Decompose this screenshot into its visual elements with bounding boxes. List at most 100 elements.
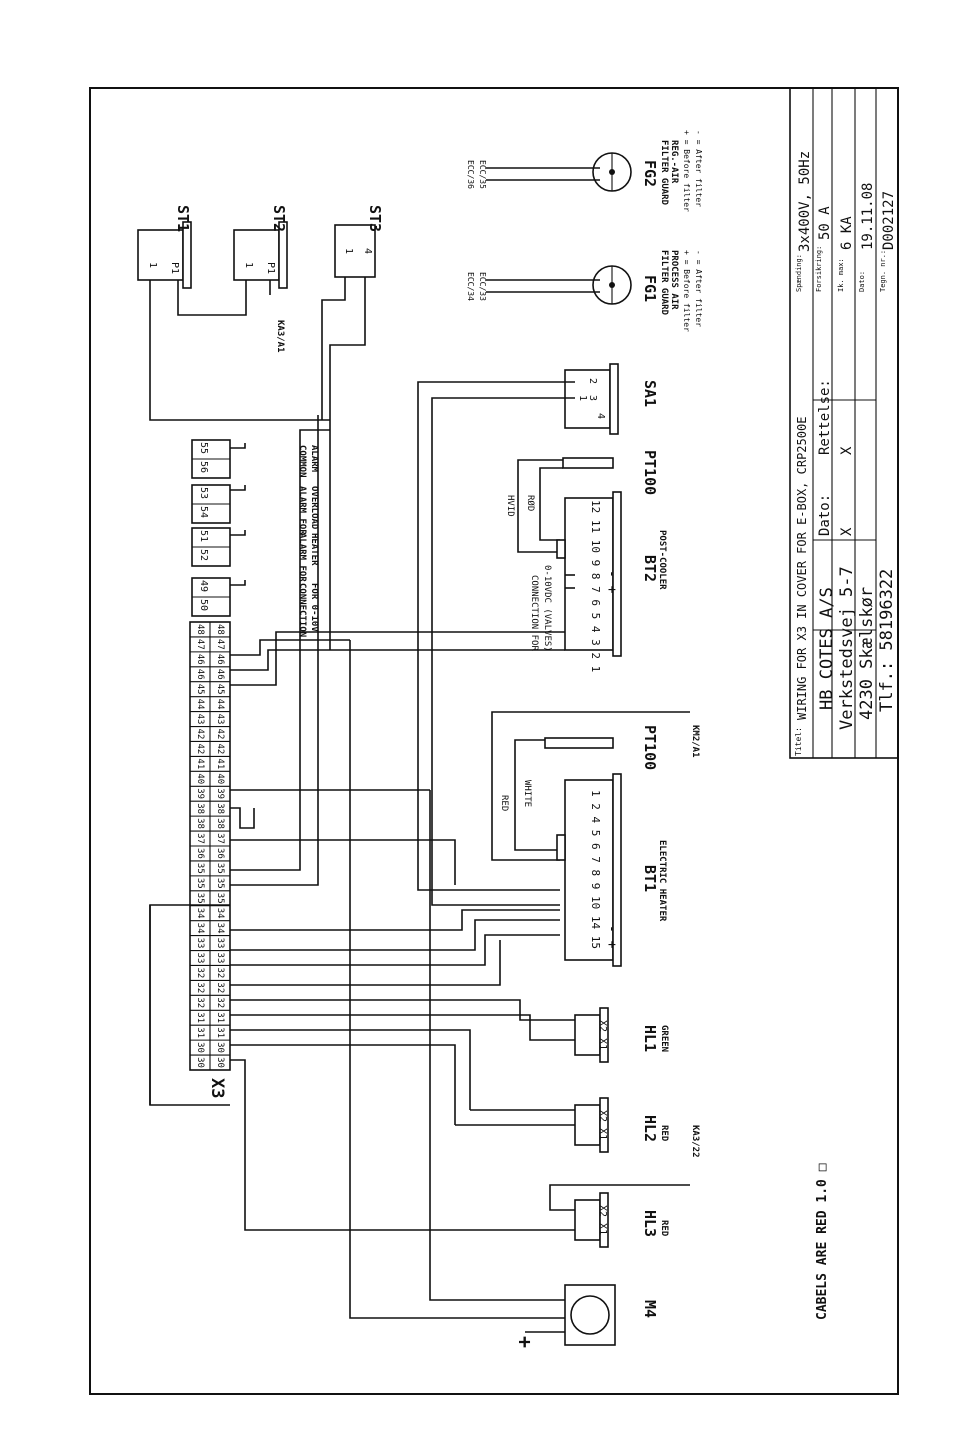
- x3-terminal-47: 47: [195, 639, 205, 650]
- hl2-color: RED: [659, 1125, 669, 1142]
- st2-sensor: ST2 1 P1: [233, 205, 288, 289]
- x3-terminal-32: 32: [215, 982, 225, 993]
- x3-terminal-37: 37: [215, 833, 225, 844]
- x3-terminal-35: 35: [195, 878, 205, 889]
- x3-terminal-46: 46: [215, 654, 225, 665]
- st2-pin-1: 1: [243, 262, 254, 268]
- company-street: Verkstedsvej 5-7: [837, 566, 857, 730]
- alarm-overload-2: OVERLOAD: [309, 486, 319, 530]
- hvid-wire-label: HVID: [505, 495, 515, 517]
- drawing-title: WIRING FOR X3 IN COVER FOR E-BOX, CRP250…: [795, 417, 809, 720]
- x3-terminal-35: 35: [215, 893, 225, 904]
- st3-sensor: ST3 1 4: [334, 205, 384, 278]
- st3-pin-4: 4: [362, 248, 373, 254]
- x3-terminal-38: 38: [215, 803, 225, 814]
- fg1-wire-1: ECC/34: [466, 272, 475, 301]
- title-block: Titel: WIRING FOR X3 IN COVER FOR E-BOX,…: [789, 87, 899, 759]
- hl1-color: GREEN: [659, 1025, 669, 1052]
- st2-label: ST2: [270, 205, 288, 232]
- sa1-pin-3: 3: [587, 395, 598, 401]
- x3-terminal-38: 38: [195, 818, 205, 829]
- hl1-lamp: X2 X1 HL1 GREEN: [574, 1007, 669, 1063]
- fg1-wire-2: ECC/33: [478, 272, 487, 301]
- x3-terminal-46: 46: [215, 669, 225, 680]
- x3-terminal-43: 43: [195, 714, 205, 725]
- x3-terminal-36: 36: [195, 848, 205, 859]
- x3-terminal-45: 45: [215, 684, 225, 695]
- white-wire-label: WHITE: [522, 780, 532, 807]
- x3-terminal-32: 32: [195, 982, 205, 993]
- company-city: 4230 Skælskør: [857, 587, 877, 720]
- m4-motor: M4 +: [513, 1284, 659, 1348]
- aux-terminal-50: 50: [198, 599, 209, 611]
- connection-0-10v-2: FOR 0-10V: [309, 583, 319, 632]
- x3-terminal-38: 38: [215, 818, 225, 829]
- fg2-wire-2: ECC/35: [478, 160, 487, 189]
- x3-terminal-35: 35: [195, 893, 205, 904]
- x3-terminal-30: 30: [195, 1042, 205, 1053]
- aux-terminal-55: 55: [198, 442, 209, 454]
- aux-terminal-51-52: 51 52: [191, 527, 231, 567]
- fg1-label: FG1: [641, 275, 659, 302]
- bt2-desc: POST-COOLER: [657, 530, 667, 590]
- dato2-value: 19.11.08: [860, 183, 876, 250]
- x3-terminal-48: 48: [215, 624, 225, 635]
- x3-terminal-31: 31: [215, 1012, 225, 1023]
- rod-wire-label: RØD: [525, 495, 536, 511]
- fg1-plus: + = Before filter: [682, 250, 691, 332]
- x3-terminal-40: 40: [215, 773, 225, 784]
- x3-terminal-35: 35: [195, 863, 205, 874]
- hl3-label: HL3: [641, 1210, 659, 1237]
- alarm-overload-1: ALARM FOR: [297, 486, 307, 535]
- hl3-pins: X2 X1: [597, 1205, 608, 1235]
- x3-terminal-41: 41: [195, 758, 205, 769]
- x3-terminal-30: 30: [195, 1057, 205, 1068]
- aux-terminal-49: 49: [198, 580, 209, 592]
- x3-terminal-34: 34: [195, 908, 205, 919]
- x3-terminal-46: 46: [195, 654, 205, 665]
- x3-terminal-39: 39: [195, 788, 205, 799]
- bt2-label: BT2: [641, 555, 659, 582]
- tegn-label: Tegn. nr.:: [879, 250, 887, 292]
- sa1-pin-1: 1: [577, 395, 588, 401]
- x3-terminal-34: 34: [215, 908, 225, 919]
- x3-terminal-33: 33: [215, 953, 225, 964]
- x3-terminal-42: 42: [215, 729, 225, 740]
- st3-label: ST3: [366, 205, 384, 232]
- x3-terminal-33: 33: [195, 953, 205, 964]
- x3-terminal-31: 31: [195, 1027, 205, 1038]
- x3-terminal-43: 43: [215, 714, 225, 725]
- ik-max-value: 6 KA: [839, 216, 855, 250]
- fg2-minus: - = After filter: [694, 130, 703, 207]
- fg1-desc2: PROCESS AIR: [669, 250, 679, 310]
- fg1-minus: - = After filter: [694, 250, 703, 327]
- x3-terminal-38: 38: [195, 803, 205, 814]
- aux-terminal-56: 56: [198, 461, 209, 473]
- x3-terminal-34: 34: [195, 923, 205, 934]
- x3-terminal-31: 31: [195, 1012, 205, 1023]
- ik-max-label: Ik. max:: [837, 258, 845, 292]
- x3-terminal-44: 44: [215, 699, 225, 710]
- alarm-heater-1: ALARM FOR: [297, 533, 307, 582]
- fg2-desc2: REG.-AIR: [669, 140, 679, 184]
- hl2-lamp: X2 X1 HL2 RED: [574, 1097, 669, 1153]
- hl2-pins: X2 X1: [597, 1110, 608, 1140]
- x3-terminal-32: 32: [195, 967, 205, 978]
- x3-terminal-35: 35: [215, 878, 225, 889]
- bt2-plusminus: - +: [604, 570, 619, 594]
- m4-symbol: +: [513, 1336, 537, 1348]
- rettelse-label: Rettelse:: [817, 379, 833, 455]
- pt100-post-cooler-sensor: PT100: [562, 450, 659, 495]
- x3-terminal-32: 32: [195, 997, 205, 1008]
- x3-terminal-32: 32: [215, 967, 225, 978]
- st1-pin-1: 1: [147, 262, 158, 268]
- fg2-filter-guard: FG2 FILTER GUARD REG.-AIR + = Before fil…: [466, 130, 703, 212]
- st1-pin-p1: P1: [169, 262, 180, 274]
- x3-terminal-39: 39: [215, 788, 225, 799]
- st3-pin-1: 1: [343, 248, 354, 254]
- x3-terminal-35: 35: [215, 863, 225, 874]
- fg1-desc1: FILTER GUARD: [659, 250, 669, 316]
- company-name: HB COTES A/S: [817, 587, 837, 710]
- st2-pin-p1: P1: [265, 262, 276, 274]
